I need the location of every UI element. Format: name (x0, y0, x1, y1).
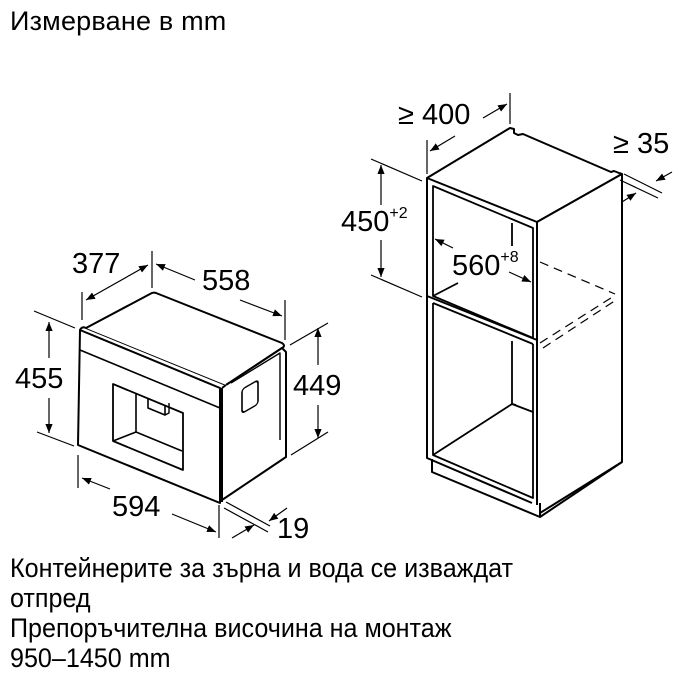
note-line: отпред (10, 583, 91, 613)
installation-notes: Контейнерите за зърна и вода се изваждат… (10, 553, 513, 673)
note-line: 950–1450 mm (10, 643, 171, 673)
dim-width-558: 558 (202, 265, 251, 297)
note-line: Контейнерите за зърна и вода се изваждат (10, 553, 514, 583)
appliance-drawing (77, 291, 287, 504)
dim-height-449: 449 (293, 370, 342, 402)
dim-niche-width-tolerance: +8 (500, 249, 519, 266)
cabinet-dimension-lines (370, 93, 673, 298)
dim-thickness-19: 19 (277, 513, 310, 545)
dim-cabinet-depth: ≥ 400 (398, 99, 471, 131)
note-line: Препоръчителна височина на монтаж (10, 613, 452, 643)
dim-height-455: 455 (15, 363, 64, 395)
dim-niche-height-value: 450 (341, 206, 390, 238)
appliance-dimension-lines (33, 251, 329, 539)
dim-gap: ≥ 35 (613, 128, 670, 160)
cabinet-drawing (426, 127, 623, 518)
dim-niche-height-tolerance: +2 (389, 205, 408, 222)
dim-niche-width-value: 560 (452, 250, 501, 282)
dim-width-594: 594 (112, 491, 161, 523)
cabinet-hidden-lines (539, 261, 617, 349)
dim-niche-width: 560+8 (452, 250, 519, 281)
dim-depth-377: 377 (72, 248, 121, 280)
dim-niche-height: 450+2 (341, 206, 408, 237)
page-title: Измерване в mm (10, 6, 227, 36)
